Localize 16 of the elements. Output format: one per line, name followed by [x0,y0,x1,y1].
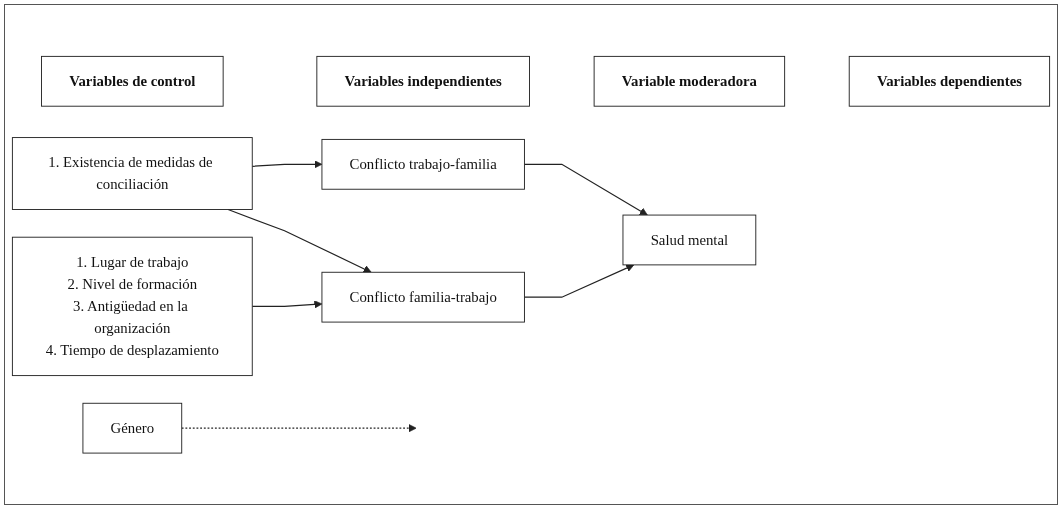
node-box: Conflicto familia-trabajo [321,271,525,323]
node-box: Salud mental [622,214,757,266]
node-box: Variables dependientes [848,55,1051,107]
node-box: 1. Lugar de trabajo 2. Nivel de formación 3. Antigüedad en la organización 4. Tiempo de desplazamiento [11,236,253,376]
arrow [523,163,648,216]
node-box: Variables independientes [316,55,530,107]
arrow [251,160,323,169]
node-box: Variable moderadora [593,55,786,107]
node-box: Variables de control [41,55,224,107]
node-box: 1. Existencia de medidas de conciliación [11,136,253,210]
arrow [251,300,323,309]
arrow [181,423,417,432]
node-box: Conflicto trabajo-familia [321,138,525,190]
arrow [227,208,372,273]
arrow [523,263,635,298]
node-box: Género [82,402,183,454]
